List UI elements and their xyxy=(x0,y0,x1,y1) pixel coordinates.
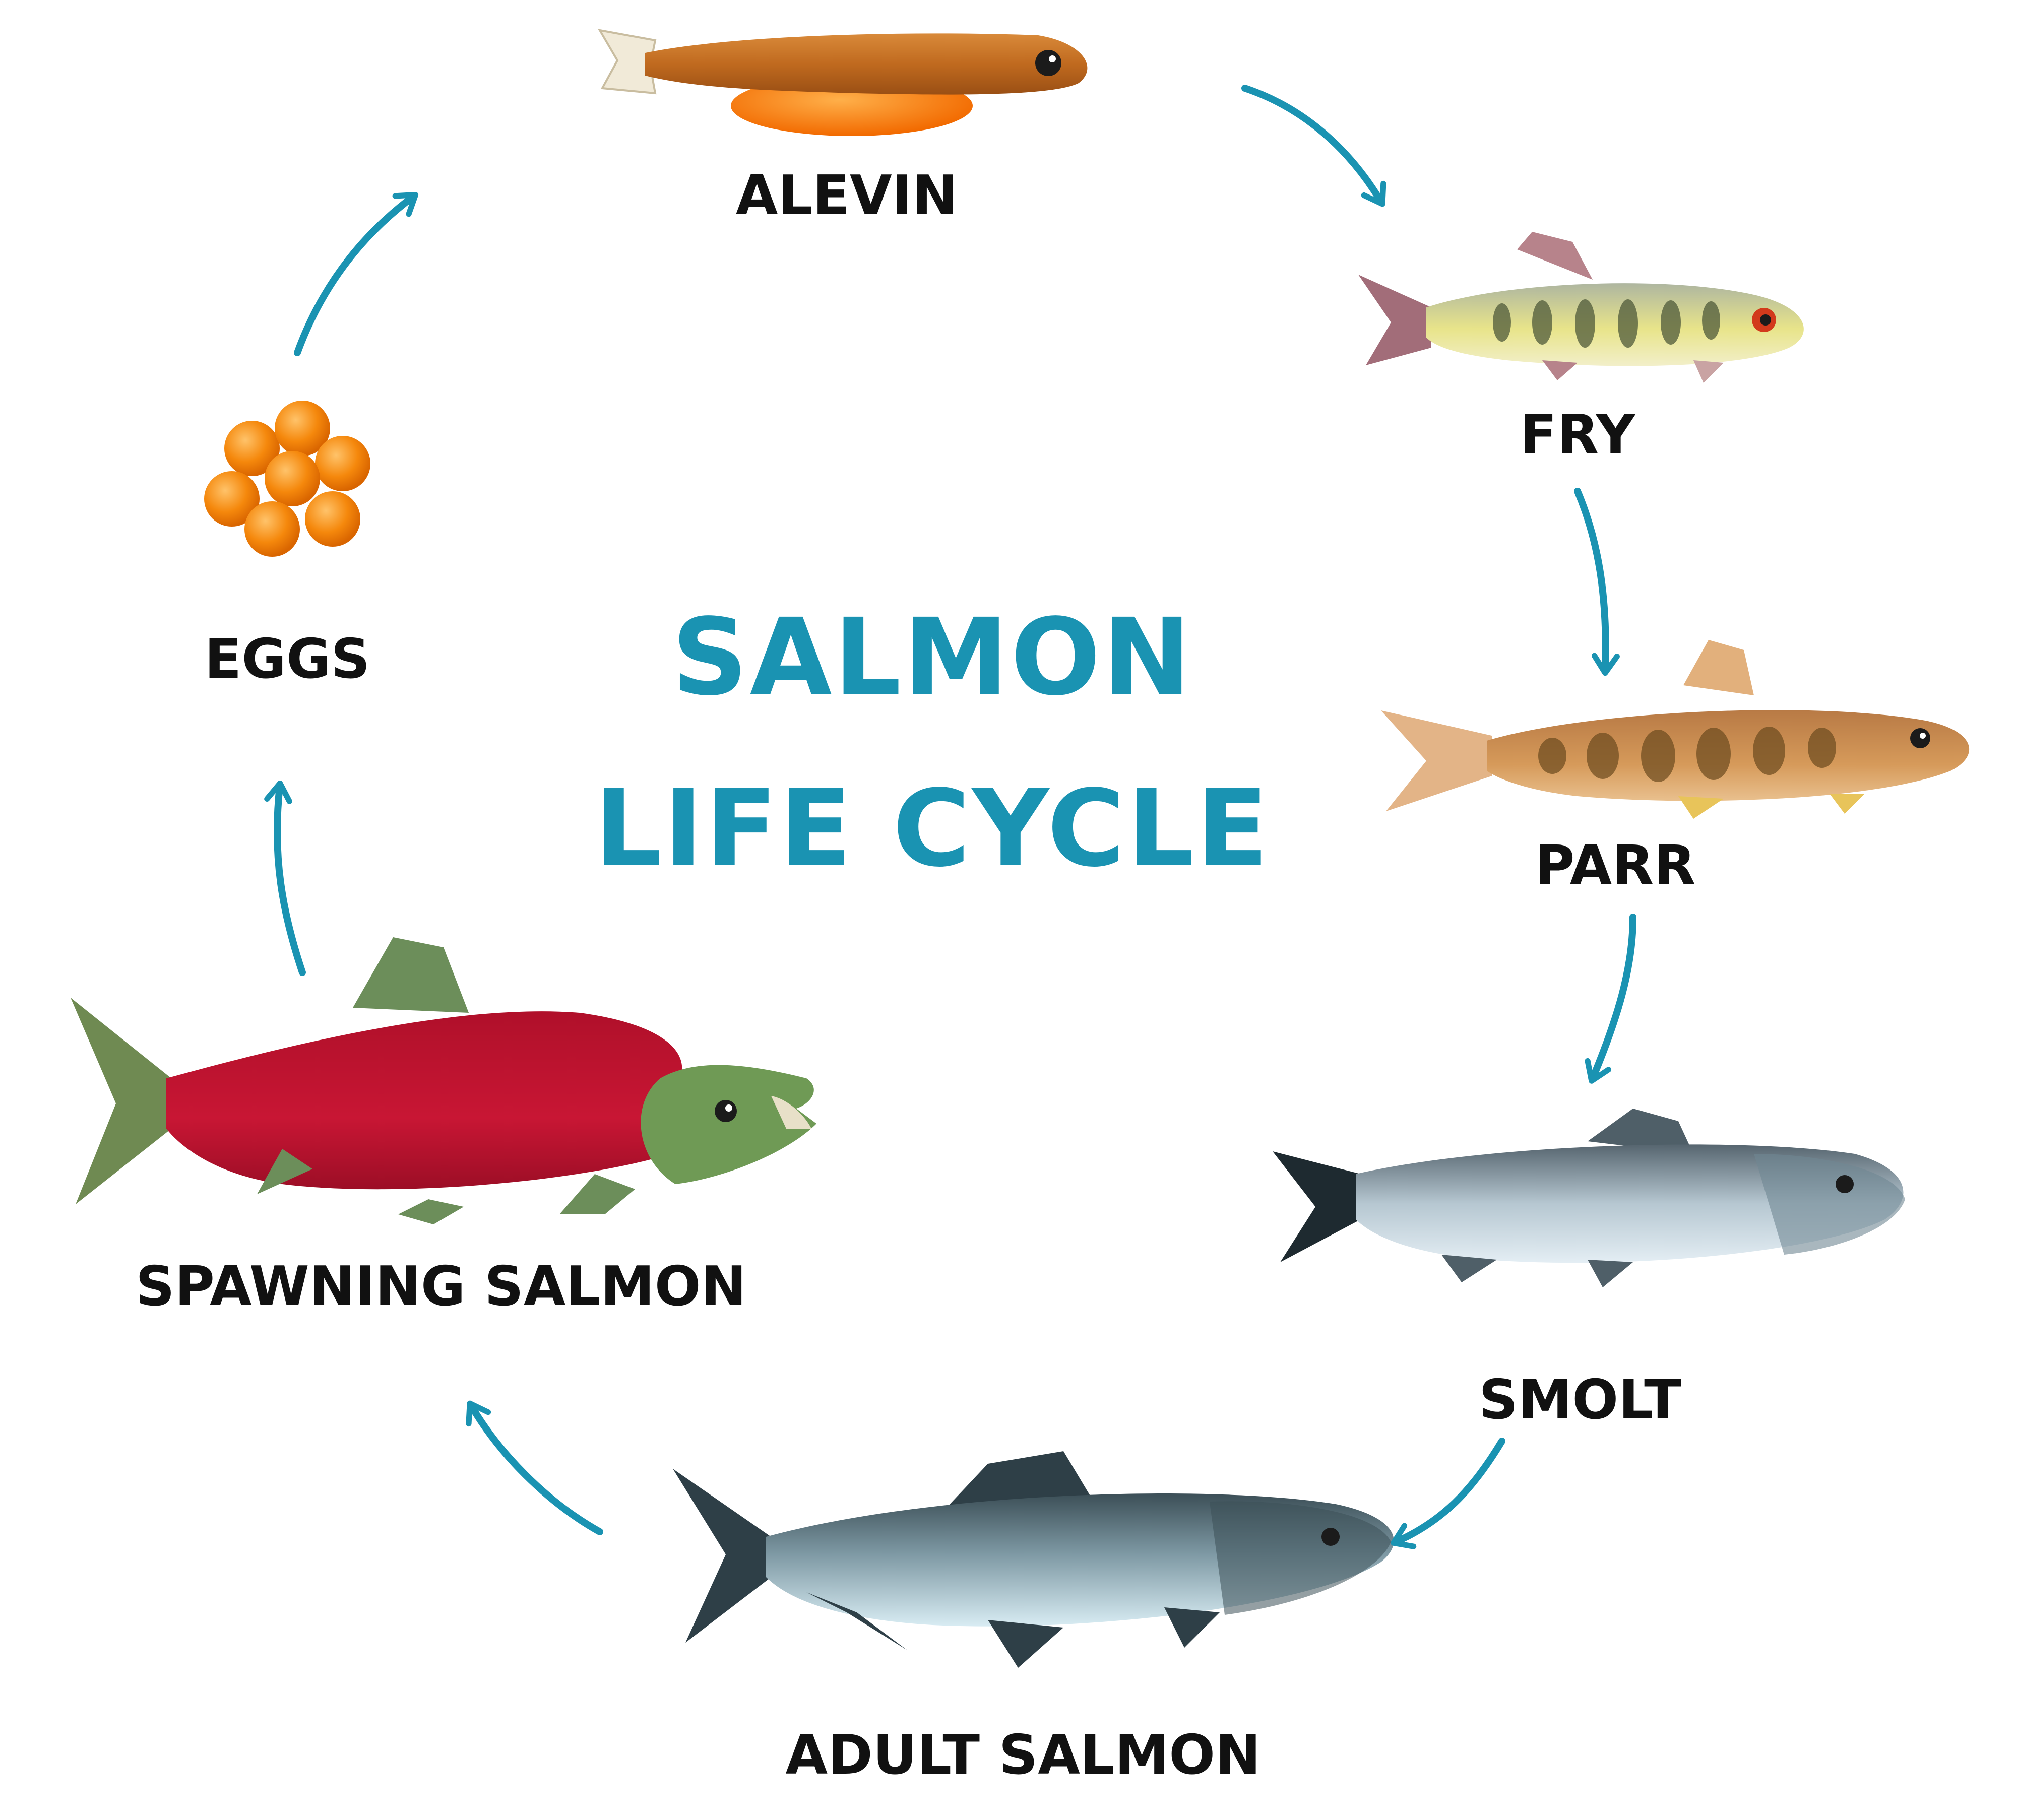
parr-fish-icon xyxy=(1381,640,1969,819)
stage-label-parr: PARR xyxy=(1535,839,1695,893)
title-line-2: LIFE CYCLE xyxy=(594,776,1271,882)
alevin-fish-icon xyxy=(600,30,1087,136)
adult-salmon-icon xyxy=(673,1451,1394,1668)
stage-label-spawning-salmon: SPAWNING SALMON xyxy=(136,1260,746,1314)
spawning-salmon-icon xyxy=(71,937,816,1224)
stage-label-fry: FRY xyxy=(1520,408,1635,463)
stage-label-alevin: ALEVIN xyxy=(736,169,958,223)
eggs-cluster-icon xyxy=(204,401,370,557)
stage-label-smolt: SMOLT xyxy=(1479,1373,1681,1427)
title-line-1: SALMON xyxy=(672,605,1193,710)
stage-label-eggs: EGGS xyxy=(205,632,370,687)
fry-fish-icon xyxy=(1358,232,1804,383)
stage-label-adult-salmon: ADULT SALMON xyxy=(786,1728,1261,1783)
smolt-fish-icon xyxy=(1273,1109,1905,1287)
